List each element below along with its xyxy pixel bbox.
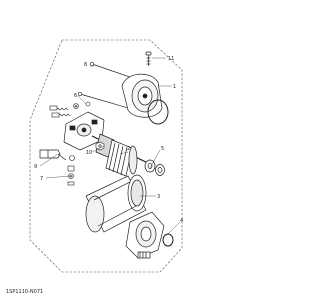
assembly-boundary <box>29 39 183 273</box>
callout-9: 5 <box>161 146 164 152</box>
starter-motor-drawing: 11 8 1 6 2 10 9 7 5 3 4 <box>29 39 183 273</box>
small-washers <box>73 101 91 109</box>
exploded-parts-diagram: 11 8 1 6 2 10 9 7 5 3 4 1SP1110-N071 <box>6 39 183 295</box>
diagram-code: 1SP1110-N071 <box>6 289 44 295</box>
brush-holder <box>63 111 105 151</box>
o-ring-lower <box>162 233 174 247</box>
terminal-insulators <box>67 155 75 186</box>
callout-4: 6 <box>74 93 77 99</box>
front-bracket <box>125 211 165 259</box>
leader-lines <box>39 57 181 237</box>
callout-5: 2 <box>127 146 130 152</box>
armature <box>91 133 151 177</box>
callout-10: 3 <box>157 194 160 200</box>
callout-3: 1 <box>173 84 176 90</box>
callout-7: 9 <box>34 164 37 170</box>
screw <box>145 51 152 66</box>
brush-springs <box>49 105 71 118</box>
terminal-bolt <box>39 149 67 161</box>
callout-11: 4 <box>180 218 183 224</box>
rear-cover <box>121 73 163 118</box>
callout-8: 7 <box>40 176 43 182</box>
callout-1: 11 <box>168 56 174 62</box>
callout-6: 10 <box>86 150 92 156</box>
armature-shims <box>144 159 165 176</box>
callout-2: 8 <box>84 62 87 68</box>
nut <box>95 141 105 151</box>
yoke-housing <box>85 174 147 233</box>
o-ring-upper <box>147 99 169 125</box>
